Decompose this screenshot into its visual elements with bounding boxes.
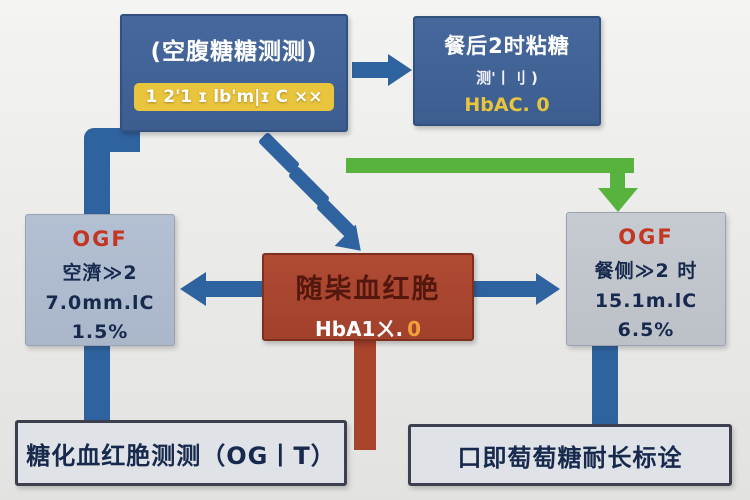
left-panel-line1: 空濟≫2 bbox=[62, 262, 138, 284]
green-arrow-head-icon bbox=[598, 188, 638, 212]
postprandial-title: 餐后2时粘糖 bbox=[444, 34, 570, 58]
arrow-center-right-head-icon bbox=[536, 273, 560, 305]
box-ogtt-test: 口即萄萄糖耐长标诠 bbox=[408, 424, 732, 486]
arrow-center-right-shaft bbox=[474, 281, 536, 297]
bottom-right-label: 口即萄萄糖耐长标诠 bbox=[457, 443, 683, 472]
pipe-left-lower bbox=[84, 344, 110, 424]
pipe-center-red bbox=[354, 338, 376, 450]
box-postprandial-test: 餐后2时粘糖 测'丨刂 ) HbAC. 0 bbox=[413, 16, 601, 126]
left-panel-line2: 7.0mm.lC bbox=[45, 292, 155, 314]
center-title: 随枈血红脃 bbox=[295, 274, 441, 305]
right-panel-line3: 6.5% bbox=[617, 319, 675, 341]
right-panel-line2: 15.1m.lC bbox=[594, 290, 698, 312]
box-fasting-test: (空腹糖糖测测) 1 2'1 ɪ lb'm|ɪ C ×× bbox=[120, 14, 348, 132]
arrow-center-left-head-icon bbox=[180, 272, 206, 306]
arrow-center-left-shaft bbox=[204, 281, 262, 297]
arrow-top-shaft bbox=[352, 62, 390, 78]
center-value-accent: 0 bbox=[407, 317, 421, 341]
panel-ogf-left: OGF 空濟≫2 7.0mm.lC 1.5% bbox=[25, 214, 175, 346]
center-value: HbA1ㄨ.0 bbox=[264, 313, 472, 342]
left-panel-title: OGF bbox=[72, 227, 128, 251]
box-hba1c-test: 糖化血红脃测测（OG丨T） bbox=[15, 420, 347, 486]
green-arrow-horizontal bbox=[346, 158, 634, 173]
fasting-value-badge: 1 2'1 ɪ lb'm|ɪ C ×× bbox=[133, 83, 335, 111]
arrow-top-head-icon bbox=[388, 54, 412, 86]
postprandial-value: HbAC. 0 bbox=[464, 94, 550, 116]
right-panel-title: OGF bbox=[618, 225, 674, 249]
pipe-right-lower bbox=[592, 344, 618, 428]
box-random-glucose: 随枈血红脃 HbA1ㄨ.0 bbox=[262, 253, 474, 341]
fasting-title: (空腹糖糖测测) bbox=[150, 39, 318, 65]
pipe-left-upper bbox=[84, 128, 110, 218]
panel-ogf-right: OGF 餐侧≫2 时 15.1m.lC 6.5% bbox=[566, 212, 726, 346]
right-panel-line1: 餐侧≫2 时 bbox=[594, 260, 698, 282]
green-arrow-vertical bbox=[610, 158, 625, 192]
bottom-left-label: 糖化血红脃测测（OG丨T） bbox=[26, 441, 336, 470]
left-panel-line3: 1.5% bbox=[71, 321, 129, 343]
center-value-main: HbA1ㄨ. bbox=[315, 317, 404, 341]
postprandial-subtitle: 测'丨刂 ) bbox=[476, 69, 538, 87]
